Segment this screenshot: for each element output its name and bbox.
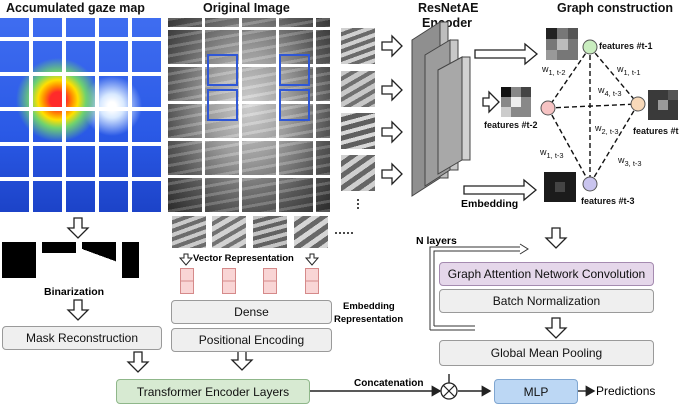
node-label-t1: features #t-1 [599, 41, 653, 51]
concat-icon [440, 382, 458, 400]
vector-box [305, 268, 319, 294]
patch-thumbnail [341, 113, 375, 149]
concatenation-label: Concatenation [354, 378, 424, 389]
embedding-rep-label-1: Embedding [343, 301, 395, 312]
patch-thumbnail [253, 216, 287, 248]
binary-mask [122, 242, 156, 278]
node-label-t: features #t [633, 126, 679, 136]
n-layers-loop [429, 243, 529, 331]
transformer-encoder-box: Transformer Encoder Layers [116, 379, 310, 404]
n-layers-label: N layers [416, 235, 457, 247]
original-image-title: Original Image [203, 1, 290, 15]
feature-maps [501, 28, 678, 202]
positional-encoding-box: Positional Encoding [171, 328, 332, 352]
dense-box: Dense [171, 300, 332, 324]
patch-thumbnail [294, 216, 328, 248]
binary-mask [2, 242, 36, 278]
gaze-map-title: Accumulated gaze map [6, 1, 145, 15]
hollow-arrows [66, 34, 568, 373]
graph-node-t [630, 96, 646, 112]
patch-thumbnail [172, 216, 206, 248]
global-mean-pooling-box: Global Mean Pooling [439, 340, 654, 366]
graph-edges [547, 46, 639, 185]
gaze-map-grid [0, 18, 162, 212]
vector-box [222, 268, 236, 294]
highlight-patch [207, 89, 238, 121]
highlight-patch [279, 54, 310, 86]
embedding-rep-label-2: Representation [334, 314, 404, 325]
graph-node-t2 [540, 100, 556, 116]
patch-thumbnail [341, 155, 375, 191]
edge-label: w4, t-3 [598, 85, 622, 98]
encoder-block [411, 21, 471, 197]
edge-label: w1, t-3 [540, 147, 564, 160]
embedding-label: Embedding [461, 198, 519, 210]
graph-title: Graph construction [557, 1, 673, 15]
highlight-patch [207, 54, 238, 86]
mask-reconstruction-box: Mask Reconstruction [2, 326, 162, 350]
binary-mask [42, 242, 76, 278]
edge-label: w1, t-2 [542, 64, 566, 77]
gat-conv-box: Graph Attention Network Convolution [439, 262, 654, 286]
edge-label: w2, t-3 [595, 123, 619, 136]
vector-representation-label: Vector Representation [193, 253, 294, 264]
node-label-t3: features #t-3 [581, 196, 635, 206]
node-label-t2: features #t-2 [484, 120, 538, 130]
graph-node-t1 [582, 39, 598, 55]
binary-mask [82, 242, 116, 278]
batch-norm-box: Batch Normalization [439, 289, 654, 313]
vector-box [263, 268, 277, 294]
patch-thumbnail [212, 216, 246, 248]
encoder-title-line1: ResNetAE [418, 1, 479, 15]
patch-thumbnail [341, 71, 375, 107]
patch-thumbnail [341, 28, 375, 64]
binarization-label: Binarization [44, 286, 105, 298]
mlp-box: MLP [494, 379, 578, 404]
edge-label: w1, t-1 [617, 64, 641, 77]
highlight-patch [279, 89, 310, 121]
vector-box [180, 268, 194, 294]
predictions-label: Predictions [596, 384, 656, 398]
xray-grid [168, 18, 330, 212]
graph-node-t3 [582, 176, 598, 192]
edge-label: w3, t-3 [618, 155, 642, 168]
